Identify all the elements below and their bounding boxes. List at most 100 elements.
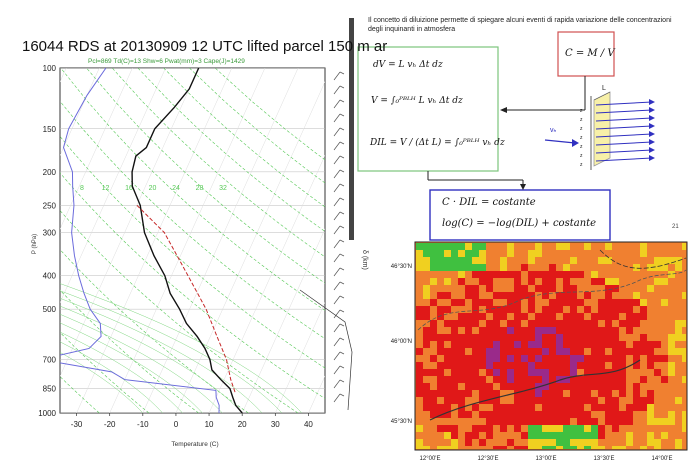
map-cell [598,306,605,313]
map-cell [577,390,584,397]
map-cell [605,250,612,257]
wind-barb [333,239,341,249]
map-cell [605,390,612,397]
map-cell [451,418,458,425]
map-cell [549,264,556,271]
map-cell [500,404,507,411]
map-cell [416,404,423,411]
map-cell [675,334,682,341]
map-cell [619,264,626,271]
map-cell [654,404,661,411]
flux-arrow [595,125,653,130]
map-cell [430,390,437,397]
dry-adiabat [60,376,100,413]
map-cell [668,390,675,397]
map-cell [598,355,605,362]
map-cell [619,411,626,418]
map-cell [584,390,591,397]
map-cell [584,376,591,383]
map-cell [416,313,423,320]
map-cell [472,327,479,334]
map-cell [444,404,451,411]
map-cell [444,369,451,376]
map-cell [437,439,444,446]
map-cell [493,313,500,320]
map-cell [514,271,521,278]
map-cell [577,320,584,327]
map-cell [605,327,612,334]
map-cell [556,411,563,418]
wind-barb [333,85,341,95]
map-cell [479,264,486,271]
formula-v-integral: V = ∫₀ᴾᴮᴸᴴ L vₕ Δt dz [371,96,463,106]
wind-barb-flag [339,253,345,257]
map-cell [668,439,675,446]
map-cell [521,327,528,334]
map-cell [654,285,661,292]
map-cell [458,285,465,292]
map-cell [542,243,549,250]
map-cell [486,446,493,449]
map-cell [465,243,472,250]
map-cell [458,397,465,404]
map-cell [556,299,563,306]
map-cell [521,411,528,418]
map-cell [682,376,686,383]
map-cell [591,418,598,425]
map-cell [605,383,612,390]
map-cell [598,313,605,320]
map-cell [563,404,570,411]
map-cell [563,446,570,449]
pressure-tick-label: 850 [43,385,57,394]
map-cell [451,383,458,390]
map-cell [577,362,584,369]
map-cell [542,348,549,355]
map-cell [472,404,479,411]
map-cell [549,418,556,425]
map-cell [640,327,647,334]
map-cell [486,362,493,369]
map-cell [451,250,458,257]
map-cell [444,327,451,334]
wind-barb [333,197,341,207]
map-cell [542,257,549,264]
map-cell [493,404,500,411]
map-cell [584,334,591,341]
map-cell [430,411,437,418]
map-cell [549,439,556,446]
map-cell [451,271,458,278]
map-cell [542,362,549,369]
map-cell [619,425,626,432]
border-line [599,249,687,269]
map-cell [528,383,535,390]
map-cell [619,369,626,376]
flux-plane-top [593,91,611,101]
map-cell [528,446,535,449]
map-cell [668,418,675,425]
map-cell [542,439,549,446]
map-cell [542,376,549,383]
map-cell [493,264,500,271]
map-cell [542,425,549,432]
map-cell [668,355,675,362]
map-cell [605,278,612,285]
map-cell [437,264,444,271]
map-cell [598,446,605,449]
dry-adiabat [60,331,150,413]
map-cell [493,292,500,299]
map-cell [437,334,444,341]
map-cell [654,411,661,418]
map-cell [465,320,472,327]
map-cell [619,376,626,383]
formula-log-constant: log(C) = −log(DIL) + costante [442,218,597,229]
map-cell [584,320,591,327]
map-cell [647,320,654,327]
map-cell [437,243,444,250]
map-cell [556,327,563,334]
map-cell [528,355,535,362]
map-cell [437,320,444,327]
map-cell [514,348,521,355]
slide-caption: Il concetto di diluizione permette di sp… [368,17,672,33]
map-cell [493,327,500,334]
map-cell [668,369,675,376]
